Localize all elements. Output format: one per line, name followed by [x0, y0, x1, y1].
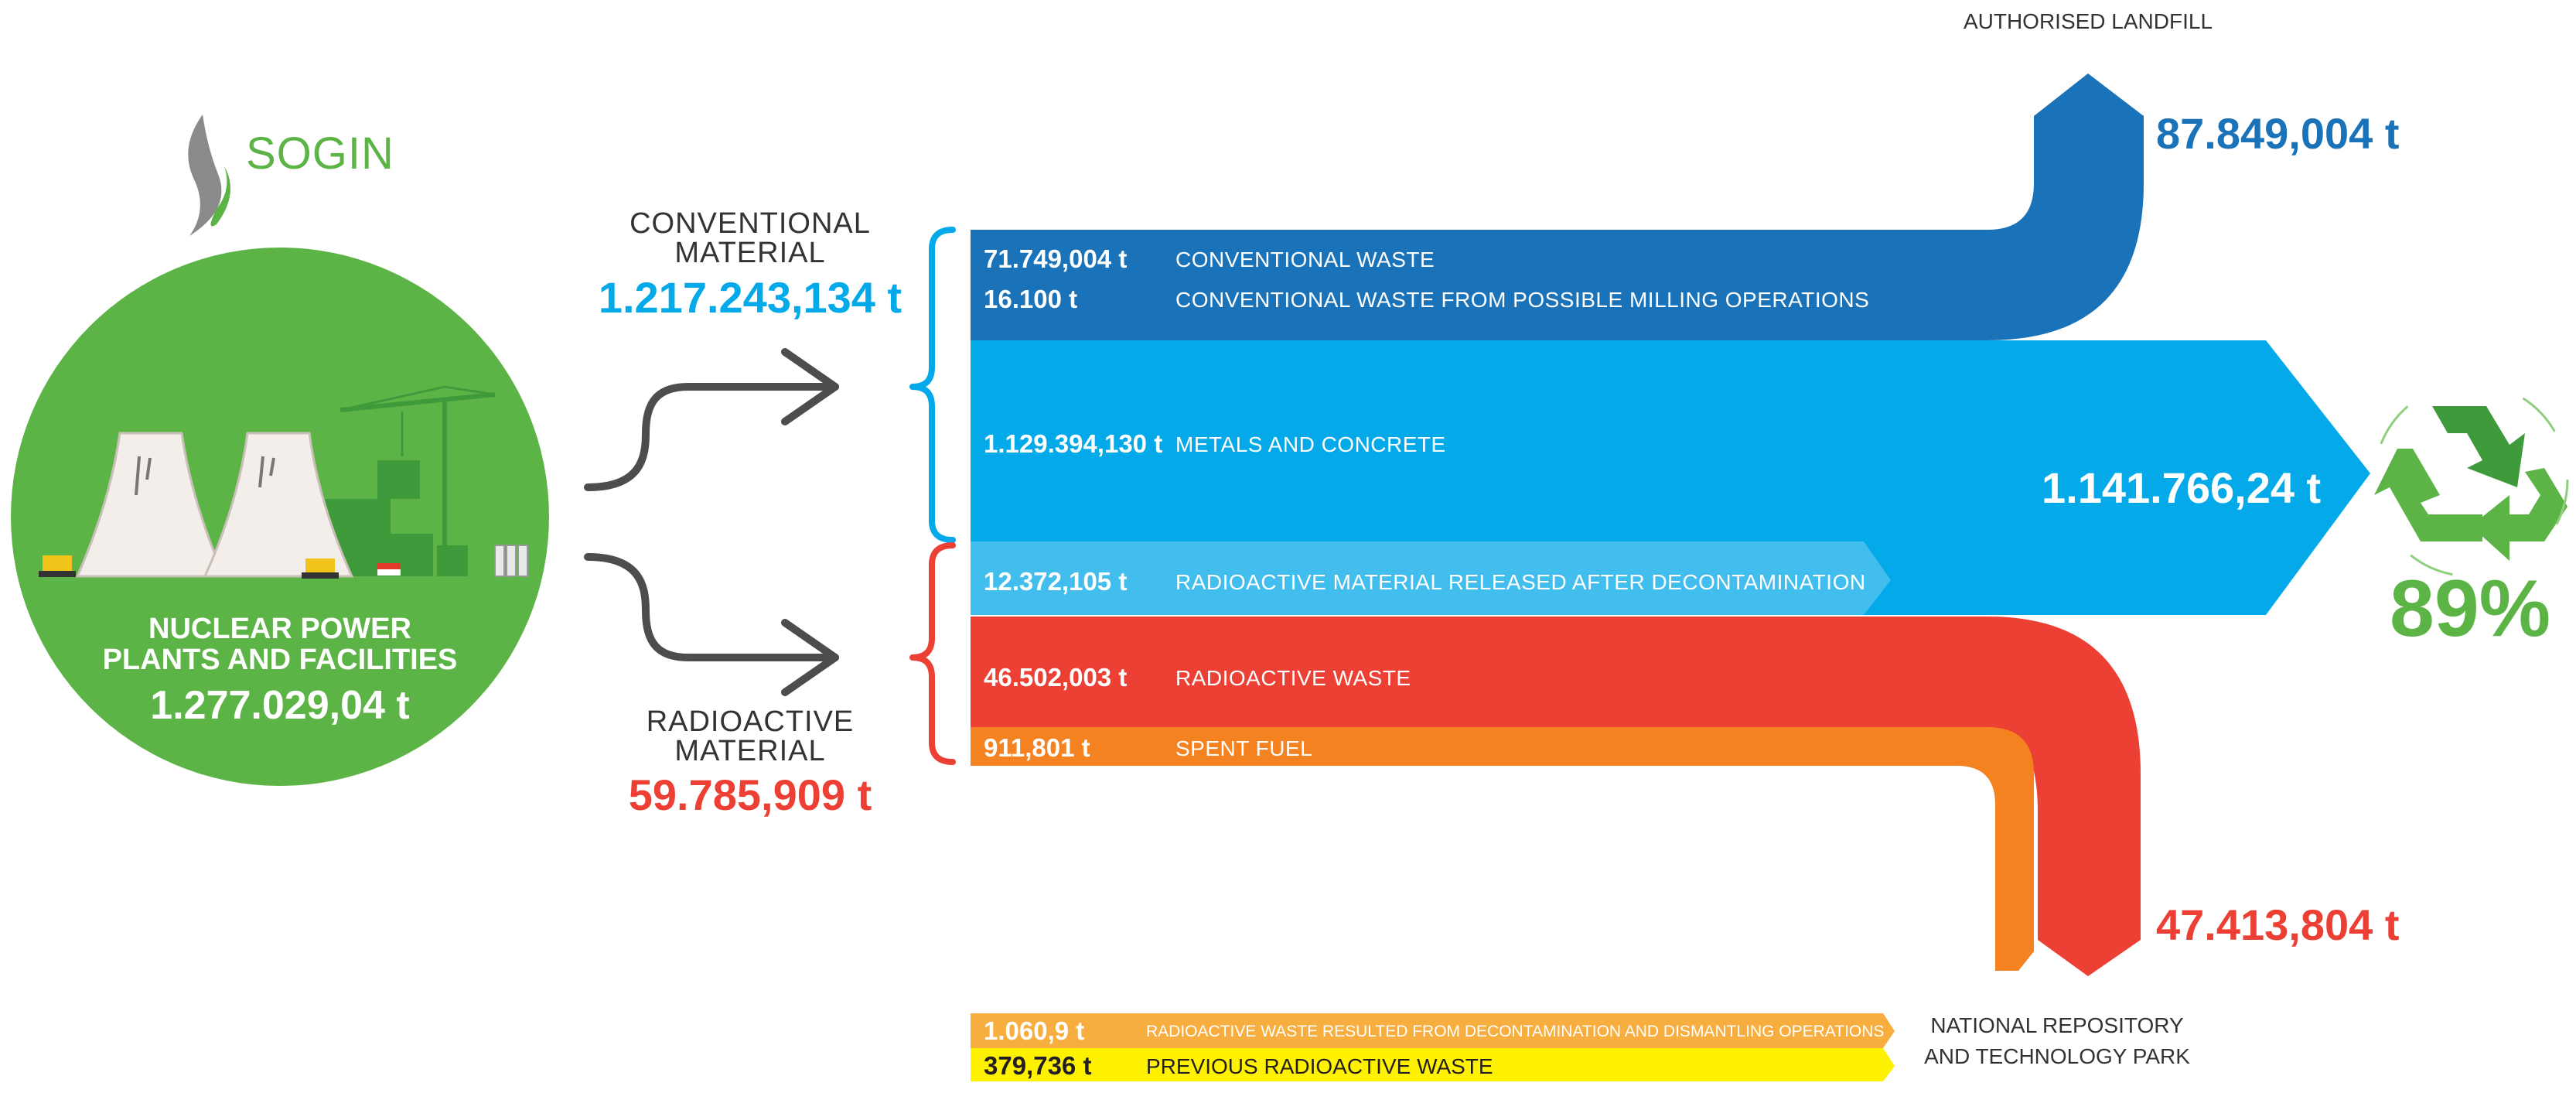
split-arrows — [584, 348, 839, 696]
released-flow — [971, 541, 1891, 615]
released-amount: 12.372,105 t — [984, 567, 1128, 596]
milling-label: CONVENTIONAL WASTE FROM POSSIBLE MILLING… — [1175, 288, 1870, 312]
conv-waste-label: CONVENTIONAL WASTE — [1175, 248, 1435, 272]
rad-waste-amount: 46.502,003 t — [984, 663, 1128, 692]
braces — [909, 227, 956, 765]
landfill-flow — [971, 73, 2144, 340]
logo-text: SOGIN — [246, 128, 394, 179]
previous-bar — [971, 1048, 1895, 1081]
spent-fuel-label: SPENT FUEL — [1175, 736, 1313, 760]
radioactive-total: 59.785,909 t — [628, 770, 872, 819]
source-total: 1.277.029,04 t — [150, 683, 410, 728]
conventional-line1: CONVENTIONAL — [629, 207, 871, 240]
repository-total: 47.413,804 t — [2156, 900, 2400, 949]
radioactive-line1: RADIOACTIVE — [646, 705, 855, 738]
metals-label: METALS AND CONCRETE — [1175, 432, 1446, 456]
metals-amount: 1.129.394,130 t — [984, 429, 1163, 458]
rad-waste-label: RADIOACTIVE WASTE — [1175, 666, 1411, 690]
recycle-icon — [2373, 381, 2569, 578]
source-line1: NUCLEAR POWER — [148, 613, 411, 645]
plant-illustration — [39, 385, 528, 579]
radioactive-line2: MATERIAL — [674, 735, 826, 767]
landfill-total: 87.849,004 t — [2156, 109, 2400, 158]
recycle-percent: 89% — [2390, 564, 2551, 654]
previous-amount: 379,736 t — [984, 1051, 1092, 1080]
decom-amount: 1.060,9 t — [984, 1016, 1085, 1045]
repository-line2: AND TECHNOLOGY PARK — [1924, 1044, 2190, 1068]
source-line2: PLANTS AND FACILITIES — [102, 644, 458, 676]
conventional-line2: MATERIAL — [674, 237, 826, 269]
conventional-total: 1.217.243,134 t — [598, 273, 902, 322]
released-label: RADIOACTIVE MATERIAL RELEASED AFTER DECO… — [1175, 570, 1866, 594]
sogin-logo-icon — [188, 114, 230, 236]
conv-waste-amount: 71.749,004 t — [984, 244, 1128, 273]
previous-label: PREVIOUS RADIOACTIVE WASTE — [1146, 1054, 1493, 1078]
spent-fuel-flow — [971, 727, 2034, 971]
landfill-label: AUTHORISED LANDFILL — [1963, 9, 2213, 33]
milling-amount: 16.100 t — [984, 285, 1078, 313]
repository-flow — [971, 617, 2141, 976]
recycle-total: 1.141.766,24 t — [2042, 463, 2322, 512]
decom-label: RADIOACTIVE WASTE RESULTED FROM DECONTAM… — [1146, 1023, 1885, 1040]
spent-fuel-amount: 911,801 t — [984, 733, 1090, 762]
decom-bar — [971, 1013, 1895, 1048]
repository-line1: NATIONAL REPOSITORY — [1930, 1013, 2184, 1037]
